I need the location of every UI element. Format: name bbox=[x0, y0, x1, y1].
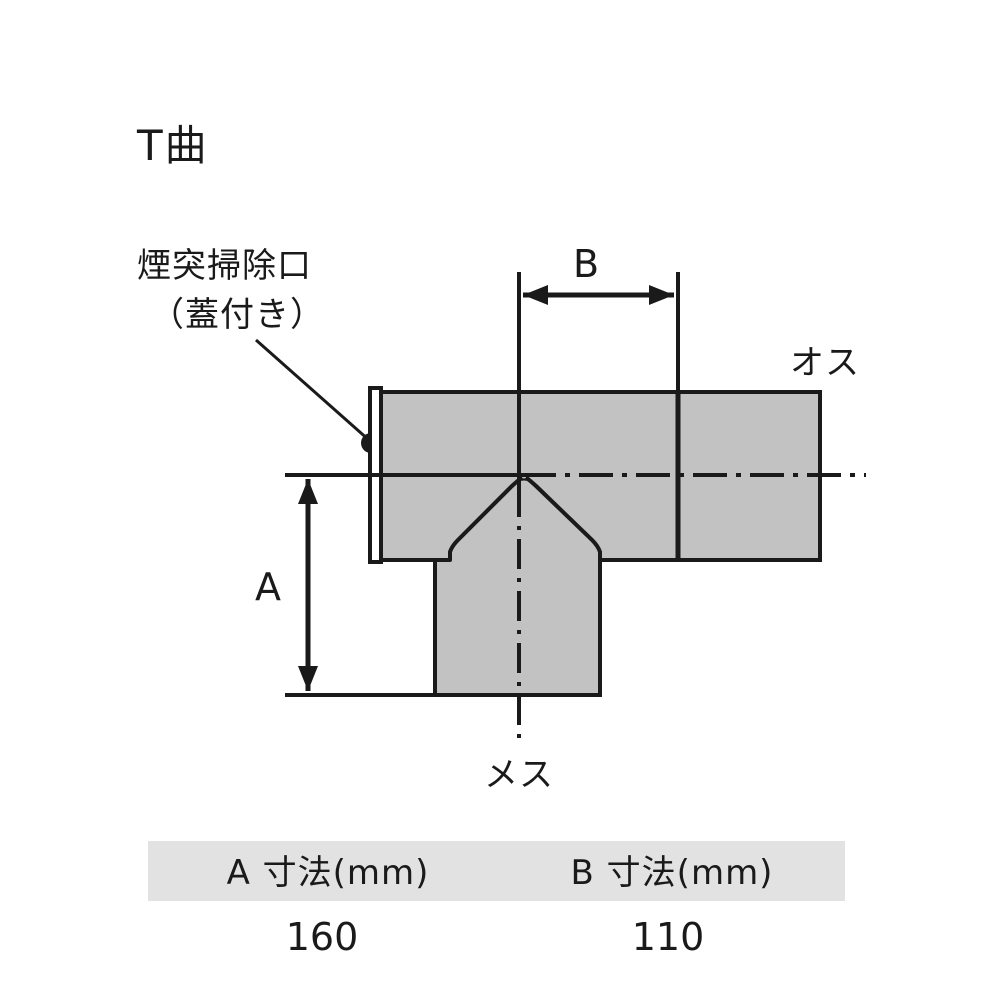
a-dimension-label: A bbox=[255, 565, 281, 609]
table-row: 160 110 bbox=[286, 915, 705, 959]
table-header-a: A 寸法(mm) bbox=[227, 853, 430, 893]
b-dimension-label: B bbox=[573, 242, 599, 286]
table-cell-a-value: 160 bbox=[286, 915, 359, 959]
table-cell-b-value: 110 bbox=[632, 915, 705, 959]
callout-leader-line bbox=[255, 338, 371, 443]
table-header-band bbox=[148, 841, 845, 901]
table-header-b: B 寸法(mm) bbox=[571, 853, 774, 893]
callout-label-line1: 煙突掃除口 bbox=[137, 246, 312, 286]
page-title: T曲 bbox=[136, 121, 209, 170]
male-end-label: オス bbox=[790, 343, 860, 383]
vertical-branch-body bbox=[435, 480, 600, 695]
female-end-label: メス bbox=[484, 755, 554, 795]
callout-label-line2: （蓋付き） bbox=[150, 295, 325, 335]
